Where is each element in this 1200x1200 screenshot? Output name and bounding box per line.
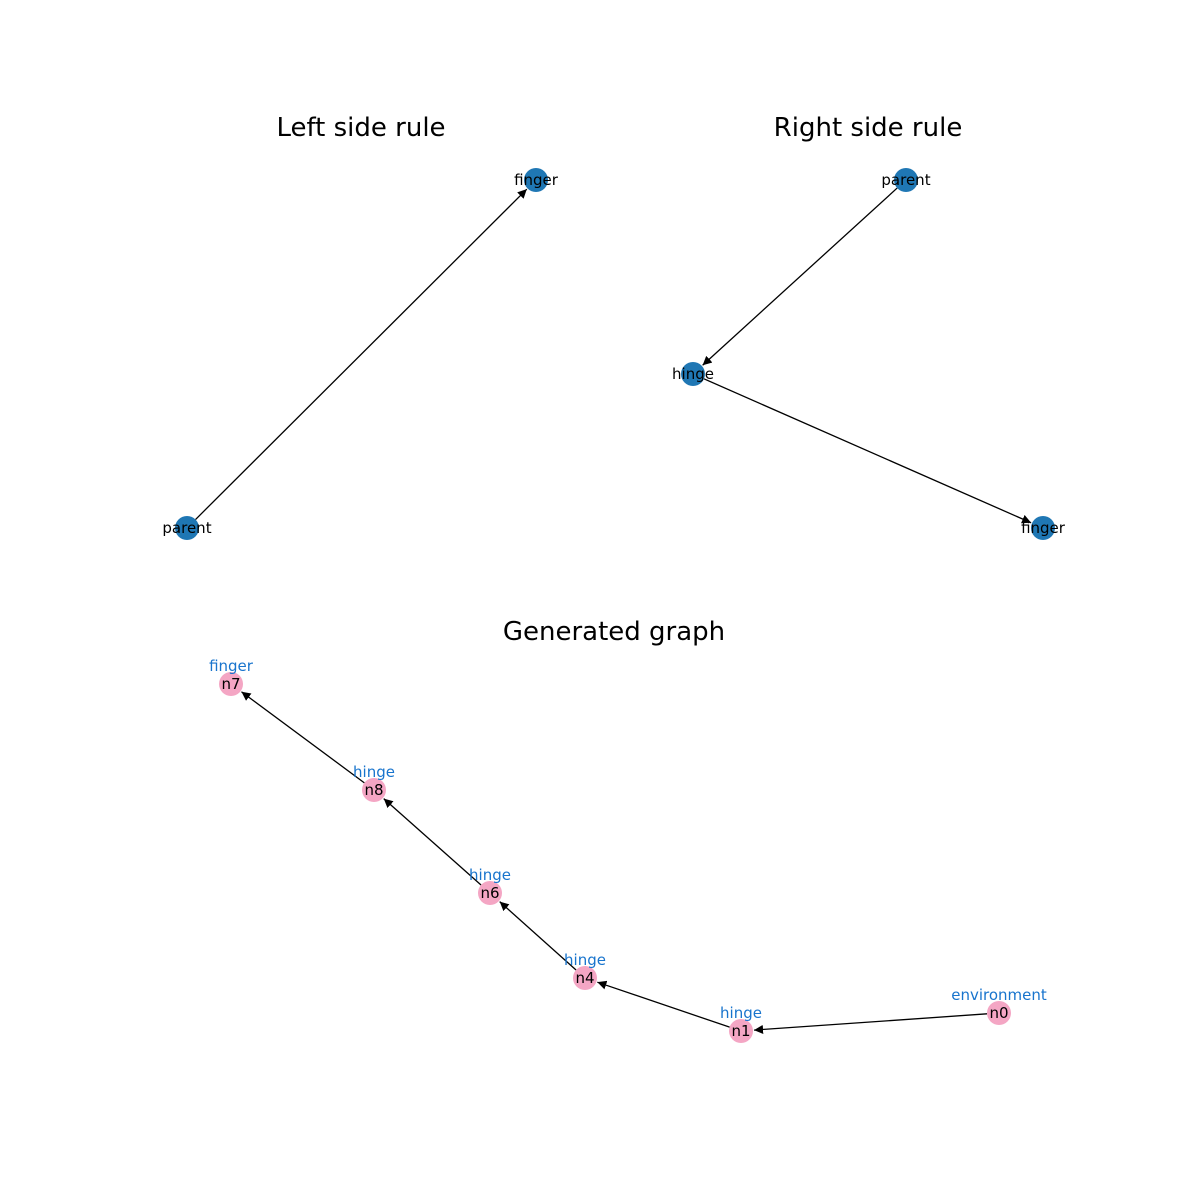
left-rule-node-finger (524, 168, 548, 192)
right-rule-edge-parent-to-hinge (702, 187, 898, 366)
generated-node-n4 (573, 966, 597, 990)
generated-node-type-label-n1: hinge (720, 1004, 762, 1022)
left-rule-node-label-finger: finger (514, 171, 559, 189)
right-rule-edge-hinge-to-finger (703, 378, 1032, 524)
generated-node-type-label-n7: finger (209, 657, 254, 675)
generated-edge-n1-to-n4 (597, 980, 730, 1028)
generated-node-label-n8: n8 (364, 781, 383, 799)
right-rule-panel: parent hinge finger (672, 168, 1066, 540)
right-rule-node-hinge (681, 362, 705, 386)
left-rule-edge-parent-to-finger (195, 188, 528, 520)
left-rule-node-parent (175, 516, 199, 540)
generated-node-n7 (219, 672, 243, 696)
generated-node-label-n0: n0 (989, 1004, 1008, 1022)
generated-edge-n4-to-n6 (499, 901, 577, 971)
left-rule-title: Left side rule (276, 113, 445, 143)
generated-node-type-label-n8: hinge (353, 763, 395, 781)
generated-node-label-n6: n6 (480, 884, 499, 902)
generated-node-type-label-n6: hinge (469, 866, 511, 884)
right-rule-node-label-parent: parent (881, 171, 930, 189)
generated-edge-n0-to-n1 (753, 1013, 988, 1035)
generated-node-label-n7: n7 (221, 675, 240, 693)
generated-edge-n8-to-n7 (241, 691, 365, 784)
right-rule-node-label-hinge: hinge (672, 365, 714, 383)
generated-edge-n6-to-n8 (383, 798, 482, 886)
generated-node-n8 (362, 778, 386, 802)
generated-node-n0 (987, 1001, 1011, 1025)
right-rule-node-label-finger: finger (1021, 519, 1066, 537)
generated-node-type-label-n4: hinge (564, 951, 606, 969)
left-rule-node-label-parent: parent (162, 519, 211, 537)
right-rule-node-finger (1031, 516, 1055, 540)
generated-node-n6 (478, 881, 502, 905)
generated-node-type-label-n0: environment (951, 986, 1047, 1004)
generated-node-label-n4: n4 (575, 969, 594, 987)
generated-graph-title: Generated graph (503, 617, 725, 647)
right-rule-title: Right side rule (774, 113, 963, 143)
left-rule-panel: parent finger (162, 168, 559, 540)
generated-node-n1 (729, 1019, 753, 1043)
generated-node-label-n1: n1 (731, 1022, 750, 1040)
right-rule-node-parent (894, 168, 918, 192)
